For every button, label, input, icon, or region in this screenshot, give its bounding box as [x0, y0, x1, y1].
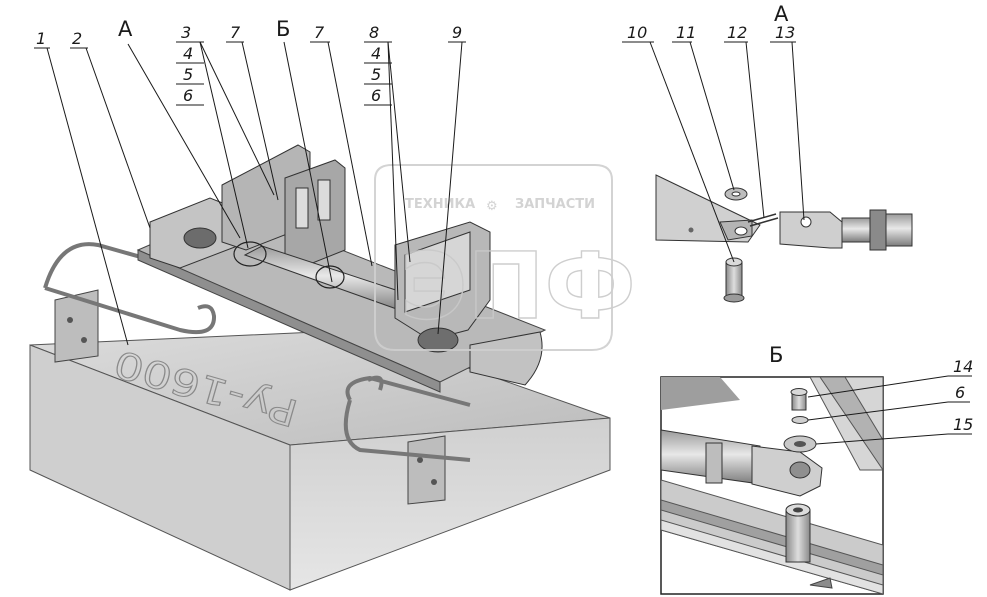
- cotter-pin-12: [747, 213, 779, 227]
- upright-bracket-2: [284, 159, 346, 269]
- callout-7a: 7: [230, 23, 241, 42]
- main-assembly: Ру-1600: [29, 144, 611, 591]
- watermark-logo: ЭПФ: [400, 233, 636, 340]
- callout-3: 3: [181, 23, 191, 42]
- base-frame-edge: [137, 249, 441, 393]
- callout-4a: 4: [183, 44, 193, 63]
- callout-15: 15: [953, 415, 973, 434]
- callout-14: 14: [953, 357, 973, 376]
- right-quadrant: [469, 331, 543, 386]
- callout-9: 9: [452, 23, 462, 42]
- pin-10: [725, 261, 743, 299]
- callout-8: 8: [369, 23, 379, 42]
- lock-washer-6: [791, 416, 809, 424]
- gear-icon: ⚙: [486, 199, 498, 214]
- callout-1: 1: [36, 29, 46, 48]
- callout-7b: 7: [314, 23, 325, 42]
- watermark-frame: [374, 164, 613, 351]
- callout-6b: 6: [371, 86, 381, 105]
- watermark: ТЕХНИКА ⚙ ЗАПЧАСТИ ЭПФ: [374, 164, 636, 351]
- rod-end-fork-13: [779, 211, 843, 249]
- ballast-block-front-right: [289, 417, 611, 591]
- callout-6c: 6: [955, 383, 965, 402]
- callout-5a: 5: [183, 65, 193, 84]
- detail-a: А 10 11 12 13: [622, 2, 913, 303]
- detail-b: Б 14 6 15: [660, 343, 973, 595]
- watermark-right: ЗАПЧАСТИ: [515, 197, 595, 212]
- left-lug-plate: [54, 289, 99, 363]
- right-lug-plate: [407, 435, 446, 505]
- view-label-b: Б: [276, 17, 290, 41]
- callout-10: 10: [627, 23, 647, 42]
- left-wire-handle: [43, 242, 216, 335]
- callout-11: 11: [676, 23, 696, 42]
- main-callouts: А Б 1 2 3 4 5 6 7 7 8 4 5 6: [34, 17, 466, 346]
- callout-13: 13: [775, 23, 795, 42]
- right-wire-handle: [343, 375, 471, 462]
- callout-2: 2: [72, 29, 82, 48]
- view-label-a: А: [118, 17, 133, 41]
- detail-b-label: Б: [769, 343, 783, 367]
- detail-a-label: А: [774, 2, 789, 26]
- callout-12: 12: [727, 23, 747, 42]
- bushing-b: [785, 509, 811, 563]
- watermark-left: ТЕХНИКА: [405, 197, 475, 212]
- callout-6a: 6: [183, 86, 193, 105]
- callout-4b: 4: [371, 44, 381, 63]
- callout-5b: 5: [371, 65, 381, 84]
